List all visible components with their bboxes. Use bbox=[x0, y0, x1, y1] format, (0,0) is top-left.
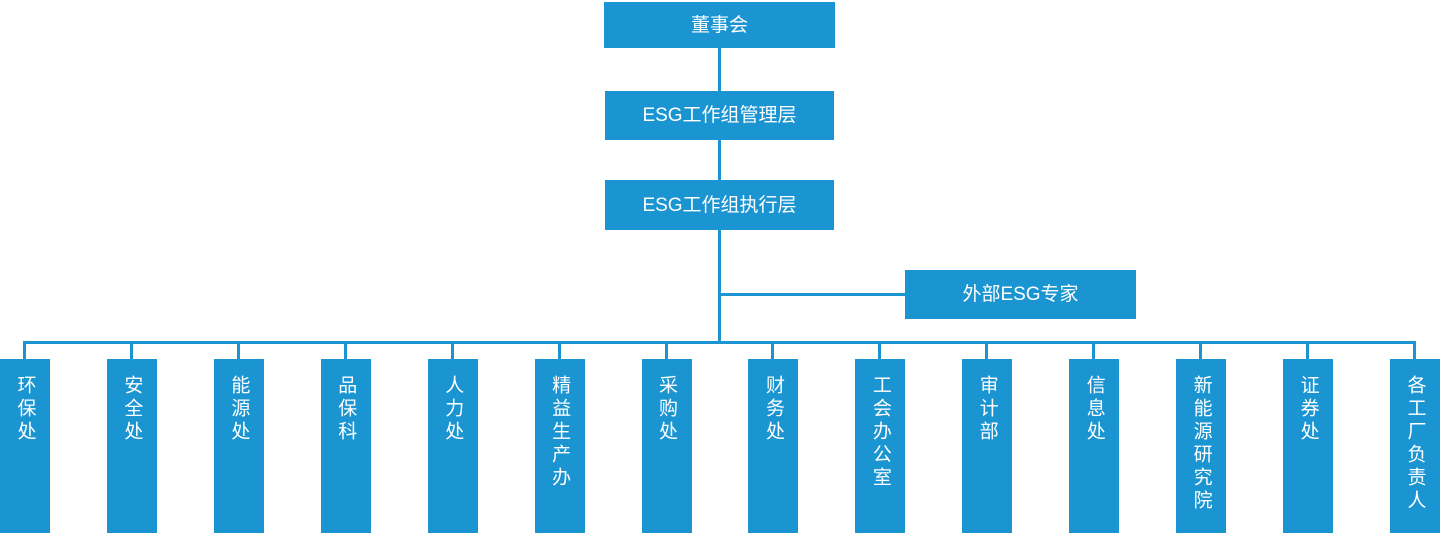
connector-stub bbox=[664, 341, 668, 359]
dept-box-new-energy-research-institute: 新能源研究院 bbox=[1176, 341, 1227, 533]
connector-stub bbox=[1412, 341, 1416, 359]
dept-label: 各工厂负责人 bbox=[1404, 375, 1426, 513]
dept-box-safety: 安全处 bbox=[106, 341, 157, 533]
dept-box-factory-managers: 各工厂负责人 bbox=[1389, 341, 1440, 533]
dept-label: 能源处 bbox=[228, 375, 250, 444]
dept-label: 信息处 bbox=[1083, 375, 1105, 444]
dept-box-energy: 能源处 bbox=[213, 341, 264, 533]
connector-stub bbox=[343, 341, 347, 359]
dept-box-information: 信息处 bbox=[1069, 341, 1120, 533]
connector-stub bbox=[1092, 341, 1096, 359]
connector-stub bbox=[1306, 341, 1310, 359]
connector-span-line bbox=[24, 341, 1416, 344]
connector-stub bbox=[1199, 341, 1203, 359]
connector-line bbox=[718, 140, 721, 180]
dept-box-lean-production-office: 精益生产办 bbox=[534, 341, 585, 533]
node-esg-execution-layer: ESG工作组执行层 bbox=[605, 180, 834, 230]
connector-line-external bbox=[718, 293, 905, 296]
dept-label: 精益生产办 bbox=[549, 375, 571, 490]
connector-stub bbox=[771, 341, 775, 359]
dept-box-human-resources: 人力处 bbox=[427, 341, 478, 533]
connector-stub bbox=[985, 341, 989, 359]
connector-trunk-line bbox=[718, 230, 721, 344]
dept-label: 工会办公室 bbox=[869, 375, 891, 490]
dept-box-environmental-protection: 环保处 bbox=[0, 341, 50, 533]
dept-label: 财务处 bbox=[762, 375, 784, 444]
connector-stub bbox=[557, 341, 561, 359]
node-esg-management-layer: ESG工作组管理层 bbox=[605, 91, 834, 140]
dept-box-audit: 审计部 bbox=[962, 341, 1013, 533]
dept-label: 品保科 bbox=[335, 375, 357, 444]
node-board-of-directors: 董事会 bbox=[604, 2, 835, 48]
connector-stub bbox=[23, 341, 26, 359]
dept-label: 证券处 bbox=[1297, 375, 1319, 444]
connector-stub bbox=[878, 341, 882, 359]
dept-box-labor-union-office: 工会办公室 bbox=[855, 341, 906, 533]
connector-stub bbox=[236, 341, 240, 359]
dept-label: 审计部 bbox=[976, 375, 998, 444]
connector-stub bbox=[129, 341, 133, 359]
dept-label: 安全处 bbox=[121, 375, 143, 444]
dept-label: 环保处 bbox=[14, 375, 36, 444]
dept-label: 采购处 bbox=[656, 375, 678, 444]
dept-box-finance: 财务处 bbox=[748, 341, 799, 533]
connector-line bbox=[718, 48, 721, 91]
department-row: 环保处 安全处 能源处 品保科 人力处 精益生产办 采购处 财务处 bbox=[0, 341, 1440, 533]
connector-stub bbox=[450, 341, 454, 359]
dept-box-quality-assurance: 品保科 bbox=[320, 341, 371, 533]
dept-label: 新能源研究院 bbox=[1190, 375, 1212, 513]
dept-label: 人力处 bbox=[442, 375, 464, 444]
dept-box-procurement: 采购处 bbox=[641, 341, 692, 533]
node-external-esg-experts: 外部ESG专家 bbox=[905, 270, 1136, 319]
dept-box-securities: 证券处 bbox=[1283, 341, 1334, 533]
